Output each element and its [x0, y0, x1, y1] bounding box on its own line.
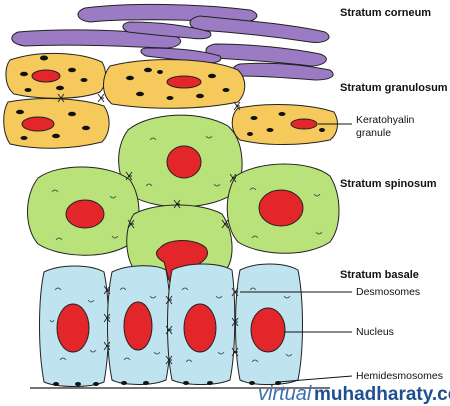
watermark: virtual muhadharaty.com — [258, 383, 450, 405]
granulosum-nuclei — [21, 69, 318, 132]
label-keratohyalin-line1: Keratohyalin — [356, 114, 415, 126]
corneum-cell — [122, 21, 212, 40]
nucleus — [56, 303, 90, 353]
label-stratum-granulosum: Stratum granulosum — [340, 82, 448, 94]
corneum-cell — [189, 15, 330, 43]
nucleus — [258, 189, 304, 227]
granulosum-cell — [231, 104, 338, 145]
nucleus — [123, 301, 153, 351]
label-stratum-basale: Stratum basale — [340, 269, 419, 281]
hemidesmosome-marks — [53, 381, 281, 386]
granulosum-cell — [3, 98, 110, 149]
label-stratum-corneum: Stratum corneum — [340, 7, 431, 19]
keratohyalin-granules — [16, 55, 325, 140]
nucleus — [166, 145, 202, 179]
stratum-corneum-layer — [11, 3, 334, 81]
label-keratohyalin-line2: granule — [356, 127, 391, 139]
hemidesmosomes-leader — [277, 375, 353, 383]
label-hemidesmosomes: Hemidesmosomes — [356, 370, 443, 382]
label-nucleus: Nucleus — [356, 326, 394, 338]
desmosome-marks — [57, 93, 241, 365]
nucleus — [183, 303, 217, 353]
basale-nuclei — [56, 301, 286, 353]
label-desmosomes: Desmosomes — [356, 286, 420, 298]
nucleus — [250, 307, 286, 353]
nucleus — [166, 75, 202, 89]
cytoplasm-marks — [49, 135, 323, 363]
nucleus — [65, 199, 105, 229]
leader-lines — [240, 123, 353, 383]
watermark-part1: virtual — [258, 383, 312, 405]
corneum-cell — [205, 43, 327, 67]
nucleus — [290, 118, 318, 130]
nucleus — [21, 116, 55, 132]
label-stratum-spinosum: Stratum spinosum — [340, 178, 437, 190]
nucleus — [31, 69, 61, 83]
watermark-part2: muhadharaty.com — [314, 384, 450, 405]
